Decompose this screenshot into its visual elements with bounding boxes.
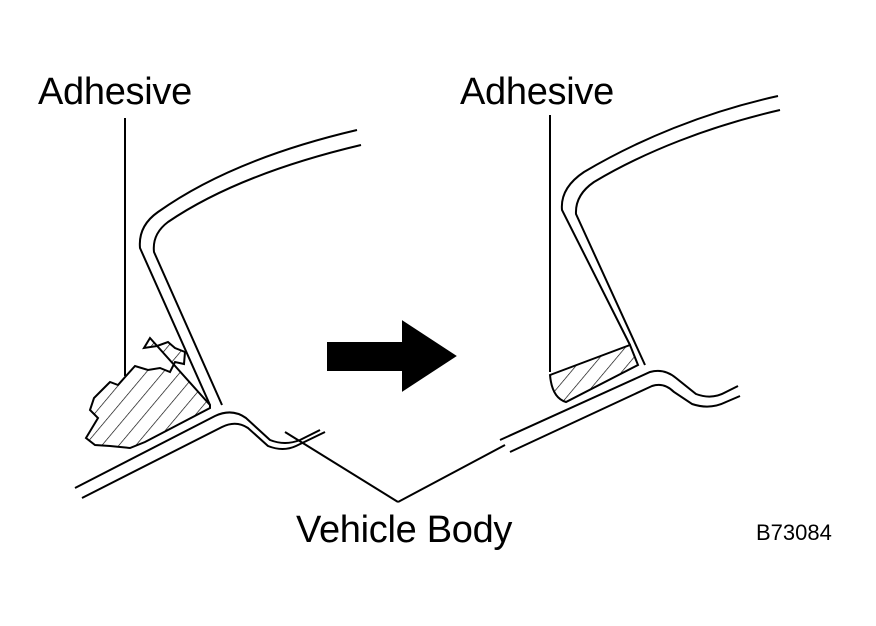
right-assembly — [499, 95, 781, 453]
figure-code: B73084 — [756, 520, 832, 545]
adhesive-label-left: Adhesive — [38, 71, 192, 113]
right-adhesive-bead — [548, 343, 640, 404]
vehicle-body-label: Vehicle Body — [296, 509, 513, 551]
left-glass-inner-edge — [152, 144, 362, 406]
right-glass-inner-edge — [574, 109, 781, 366]
right-arrow-icon — [327, 320, 457, 392]
vehicle-body-leaders — [284, 431, 506, 503]
adhesive-label-right: Adhesive — [460, 71, 614, 113]
left-assembly — [74, 118, 362, 499]
right-body-flange-lower — [509, 383, 741, 453]
left-body-flange — [74, 411, 321, 489]
left-adhesive-bead — [84, 336, 211, 450]
right-body-flange — [499, 369, 739, 441]
vehicle-body-leader-right — [397, 444, 506, 503]
left-body-flange-lower — [81, 422, 326, 499]
left-glass-outer-edge — [138, 129, 358, 406]
right-glass-outer-edge — [560, 95, 779, 346]
vehicle-body-leader-left — [284, 431, 399, 503]
